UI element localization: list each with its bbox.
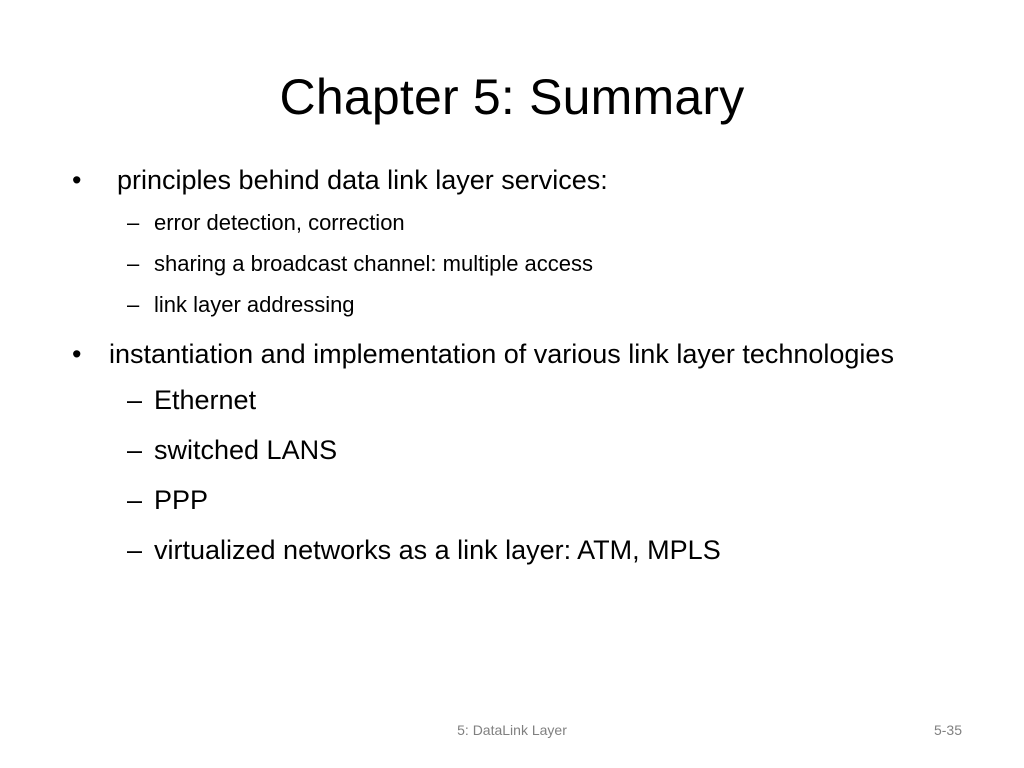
sub-bullet-item: – error detection, correction	[72, 208, 972, 238]
dash-marker: –	[127, 485, 143, 515]
sub-bullet-text: virtualized networks as a link layer: AT…	[154, 535, 721, 565]
bullet-list: • principles behind data link layer serv…	[72, 160, 972, 570]
bullet-text: principles behind data link layer servic…	[117, 165, 608, 195]
sub-bullet-item: – PPP	[72, 480, 972, 520]
dash-marker: –	[127, 292, 140, 317]
sub-bullet-item: – virtualized networks as a link layer: …	[72, 530, 972, 570]
bullet-item: • instantiation and implementation of va…	[72, 334, 972, 374]
bullet-item: • principles behind data link layer serv…	[72, 160, 972, 200]
slide-title: Chapter 5: Summary	[279, 69, 745, 125]
bullet-marker: •	[72, 339, 82, 369]
dash-marker: –	[127, 435, 143, 465]
sub-bullet-text: Ethernet	[154, 385, 257, 415]
sub-bullet-text: switched LANS	[154, 435, 338, 465]
sub-bullet-item: – link layer addressing	[72, 290, 972, 320]
sub-bullet-text: PPP	[154, 485, 209, 515]
sub-bullet-item: – Ethernet	[72, 380, 972, 420]
sub-bullet-item: – switched LANS	[72, 430, 972, 470]
sub-bullet-text: sharing a broadcast channel: multiple ac…	[154, 251, 594, 276]
dash-marker: –	[127, 251, 140, 276]
sub-bullet-item: – sharing a broadcast channel: multiple …	[72, 249, 972, 279]
footer-chapter-label: 5: DataLink Layer	[457, 722, 567, 738]
page-number: 5-35	[933, 722, 962, 738]
dash-marker: –	[127, 535, 143, 565]
sub-bullet-text: error detection, correction	[154, 210, 405, 235]
bullet-text: instantiation and implementation of vari…	[109, 339, 894, 369]
bullet-marker: •	[72, 165, 82, 195]
dash-marker: –	[127, 385, 143, 415]
dash-marker: –	[127, 210, 140, 235]
sub-bullet-text: link layer addressing	[154, 292, 355, 317]
